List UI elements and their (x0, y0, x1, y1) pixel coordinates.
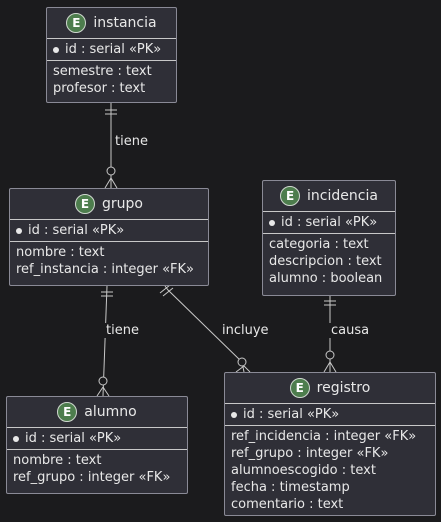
field: alumnoescogido : text (231, 462, 376, 478)
field: fecha : timestamp (231, 479, 350, 495)
key-bullet-icon (269, 219, 275, 226)
entity-alumno[interactable]: E alumno id : serial «PK» nombre : text … (6, 396, 188, 494)
entity-registro[interactable]: E registro id : serial «PK» ref_incidenc… (224, 372, 436, 516)
fields-section: ref_incidencia : integer «FK» ref_grupo … (225, 425, 435, 515)
relation-label-incidencia-registro: causa (329, 323, 372, 338)
field: nombre : text (13, 452, 102, 468)
field: ref_grupo : integer «FK» (231, 445, 389, 461)
pk-section: id : serial «PK» (263, 211, 395, 233)
entity-e-icon: E (280, 186, 301, 206)
pk-field: id : serial «PK» (16, 222, 202, 239)
field: ref_grupo : integer «FK» (13, 469, 171, 485)
field: ref_incidencia : integer «FK» (231, 428, 417, 444)
field: descripcion : text (269, 253, 382, 269)
field: comentario : text (231, 496, 344, 512)
entity-e-icon: E (66, 13, 87, 33)
entity-header: E grupo (10, 189, 208, 219)
key-bullet-icon (13, 435, 19, 442)
pk-field: id : serial «PK» (13, 430, 181, 447)
pk-section: id : serial «PK» (10, 219, 208, 241)
entity-e-icon: E (75, 194, 96, 214)
entity-title: registro (316, 380, 371, 396)
pk-section: id : serial «PK» (47, 38, 176, 60)
pk-field: id : serial «PK» (269, 214, 389, 231)
entity-grupo[interactable]: E grupo id : serial «PK» nombre : text r… (9, 188, 209, 286)
pk-field: id : serial «PK» (231, 406, 429, 423)
relation-grupo-registro (159, 284, 251, 373)
relation-label-grupo-alumno: tiene (104, 323, 141, 338)
entity-title: instancia (93, 15, 157, 31)
key-bullet-icon (16, 227, 22, 234)
entity-title: incidencia (307, 188, 378, 204)
field: categoria : text (269, 236, 369, 252)
entity-header: E incidencia (263, 181, 395, 211)
relation-grupo-alumno (96, 285, 113, 397)
pk-section: id : serial «PK» (7, 427, 187, 449)
fields-section: nombre : text ref_grupo : integer «FK» (7, 449, 187, 488)
field: profesor : text (53, 80, 146, 96)
relation-label-grupo-registro: incluye (220, 323, 271, 338)
entity-header: E alumno (7, 397, 187, 427)
relation-instancia-grupo (104, 103, 118, 189)
pk-field: id : serial «PK» (53, 41, 170, 58)
relation-label-instancia-grupo: tiene (113, 134, 150, 149)
fields-section: nombre : text ref_instancia : integer «F… (10, 241, 208, 280)
fields-section: semestre : text profesor : text (47, 60, 176, 99)
key-bullet-icon (53, 46, 59, 53)
entity-instancia[interactable]: E instancia id : serial «PK» semestre : … (46, 7, 177, 103)
entity-incidencia[interactable]: E incidencia id : serial «PK» categoria … (262, 180, 396, 296)
entity-title: alumno (84, 404, 137, 420)
entity-header: E instancia (47, 8, 176, 38)
entity-header: E registro (225, 373, 435, 403)
field: alumno : boolean (269, 270, 383, 286)
entity-title: grupo (102, 196, 143, 212)
fields-section: categoria : text descripcion : text alum… (263, 233, 395, 289)
pk-section: id : serial «PK» (225, 403, 435, 425)
field: ref_instancia : integer «FK» (16, 261, 195, 277)
entity-e-icon: E (289, 378, 310, 398)
field: semestre : text (53, 63, 152, 79)
key-bullet-icon (231, 411, 237, 418)
entity-e-icon: E (57, 402, 78, 422)
field: nombre : text (16, 244, 105, 260)
